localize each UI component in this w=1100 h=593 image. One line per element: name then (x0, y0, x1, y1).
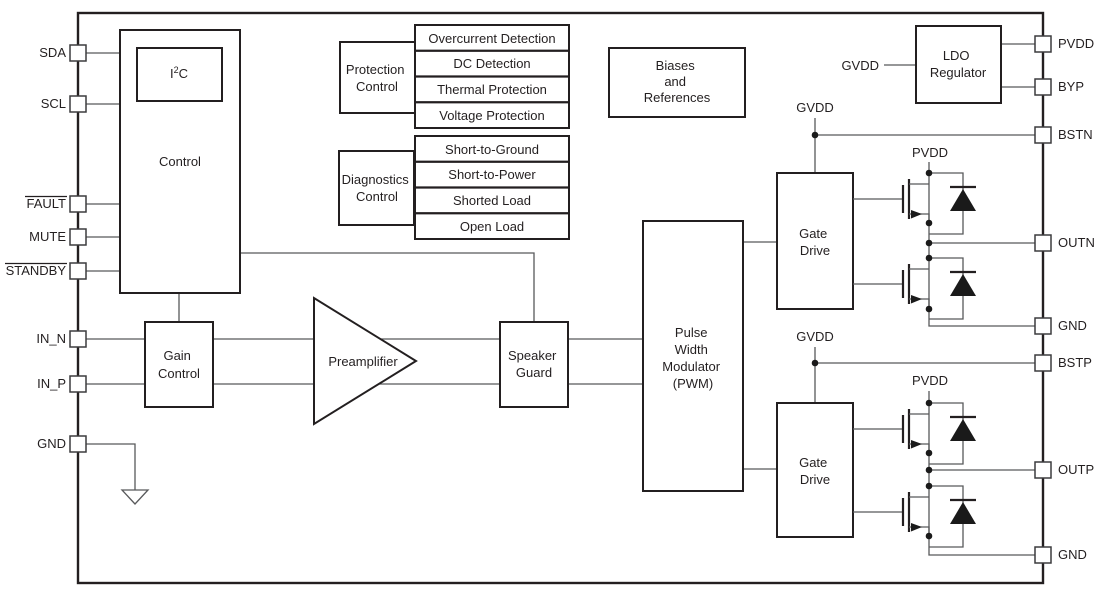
svg-text:Voltage Protection: Voltage Protection (439, 108, 545, 123)
pwm-label: Pulse Width Modulator (PWM) (662, 325, 723, 391)
svg-text:Short-to-Ground: Short-to-Ground (445, 142, 539, 157)
gvdd-ldo-label: GVDD (841, 58, 879, 73)
junction-dots (811, 131, 933, 540)
biases-references-label: Biases and References (644, 58, 711, 105)
label-in-p: IN_P (37, 376, 66, 391)
label-outn: OUTN (1058, 235, 1095, 250)
gate-drive-top-label: Gate Drive (799, 226, 831, 258)
label-bstn: BSTN (1058, 127, 1093, 142)
label-gnd-p: GND (1058, 547, 1087, 562)
pin-outn (1034, 234, 1052, 252)
gain-control-block (144, 321, 214, 408)
label-byp: BYP (1058, 79, 1084, 94)
diagnostics-control-label: Diagnostics Control (342, 172, 413, 204)
gvdd-top-label: GVDD (796, 100, 834, 115)
right-pin-labels: PVDD BYP BSTN OUTN GND BSTP OUTP GND (1058, 36, 1095, 562)
pin-bstn (1034, 126, 1052, 144)
label-scl: SCL (41, 96, 66, 111)
pin-mute (69, 228, 87, 246)
pin-outp (1034, 461, 1052, 479)
label-standby: STANDBY (6, 263, 67, 278)
pin-gnd-left (69, 435, 87, 453)
pvdd-bottom-label: PVDD (912, 373, 948, 388)
left-pin-labels: SDA SCL FAULT MUTE STANDBY IN_N IN_P GND (5, 45, 67, 451)
ldo-regulator-block (915, 25, 1002, 104)
gvdd-bottom-label: GVDD (796, 329, 834, 344)
pin-gnd-p (1034, 546, 1052, 564)
ldo-regulator-label: LDO Regulator (930, 48, 987, 80)
mosfet-p-lowside (851, 484, 978, 549)
mosfet-n-highside (851, 171, 978, 236)
chip-outline (76, 11, 1045, 585)
biases-references-block (608, 47, 746, 118)
svg-text:Short-to-Power: Short-to-Power (448, 167, 536, 182)
pin-bstp (1034, 354, 1052, 372)
wire-gnd-left (86, 443, 136, 490)
left-pins (69, 44, 87, 453)
label-outp: OUTP (1058, 462, 1094, 477)
i2c-block (136, 47, 223, 102)
label-gnd-left: GND (37, 436, 66, 451)
pin-scl (69, 95, 87, 113)
protection-items-table (414, 24, 570, 129)
label-in-n: IN_N (36, 331, 66, 346)
svg-text:Shorted Load: Shorted Load (453, 193, 531, 208)
pin-byp (1034, 78, 1052, 96)
pin-in-n (69, 330, 87, 348)
svg-text:DC Detection: DC Detection (453, 56, 530, 71)
pin-gnd-n (1034, 317, 1052, 335)
gate-drive-bottom-block (776, 402, 854, 538)
mosfet-n-lowside (851, 256, 978, 321)
wire-halfbridge-p-vertical (928, 391, 1035, 556)
right-pins (1034, 35, 1052, 564)
pin-pvdd (1034, 35, 1052, 53)
diagnostics-item-labels: Short-to-Ground Short-to-Power Shorted L… (445, 142, 539, 234)
mosfet-p-highside (851, 401, 978, 466)
svg-text:Thermal Protection: Thermal Protection (437, 82, 547, 97)
svg-text:Open Load: Open Load (460, 219, 524, 234)
protection-item-labels: Overcurrent Detection DC Detection Therm… (428, 31, 555, 123)
label-gnd-n: GND (1058, 318, 1087, 333)
svg-text:Overcurrent Detection: Overcurrent Detection (428, 31, 555, 46)
pvdd-top-label: PVDD (912, 145, 948, 160)
pin-in-p (69, 375, 87, 393)
wire-control-speaker-guard (240, 252, 535, 322)
preamplifier-triangle (313, 296, 418, 426)
wires (86, 43, 1035, 556)
preamplifier-label: Preamplifier (328, 354, 398, 369)
control-label: Control (159, 154, 201, 169)
label-bstp: BSTP (1058, 355, 1092, 370)
ground-symbol (120, 489, 150, 505)
speaker-guard-block (499, 321, 569, 408)
gate-drive-top-block (776, 172, 854, 310)
protection-control-label: Protection Control (346, 62, 408, 94)
label-fault: FAULT (27, 196, 67, 211)
label-mute: MUTE (29, 229, 66, 244)
speaker-guard-label: Speaker Guard (508, 348, 560, 380)
gain-control-label: Gain Control (158, 348, 200, 381)
pin-standby (69, 262, 87, 280)
label-pvdd: PVDD (1058, 36, 1094, 51)
pin-fault (69, 195, 87, 213)
wire-halfbridge-n-vertical (928, 162, 1035, 327)
pin-sda (69, 44, 87, 62)
gate-drive-bottom-label: Gate Drive (799, 455, 831, 487)
i2c-label: I2C (170, 65, 188, 81)
diagnostics-items-table (414, 135, 570, 240)
diagnostics-control-block (338, 150, 415, 226)
protection-control-block (339, 41, 416, 114)
label-sda: SDA (39, 45, 66, 60)
pwm-block (642, 220, 744, 492)
